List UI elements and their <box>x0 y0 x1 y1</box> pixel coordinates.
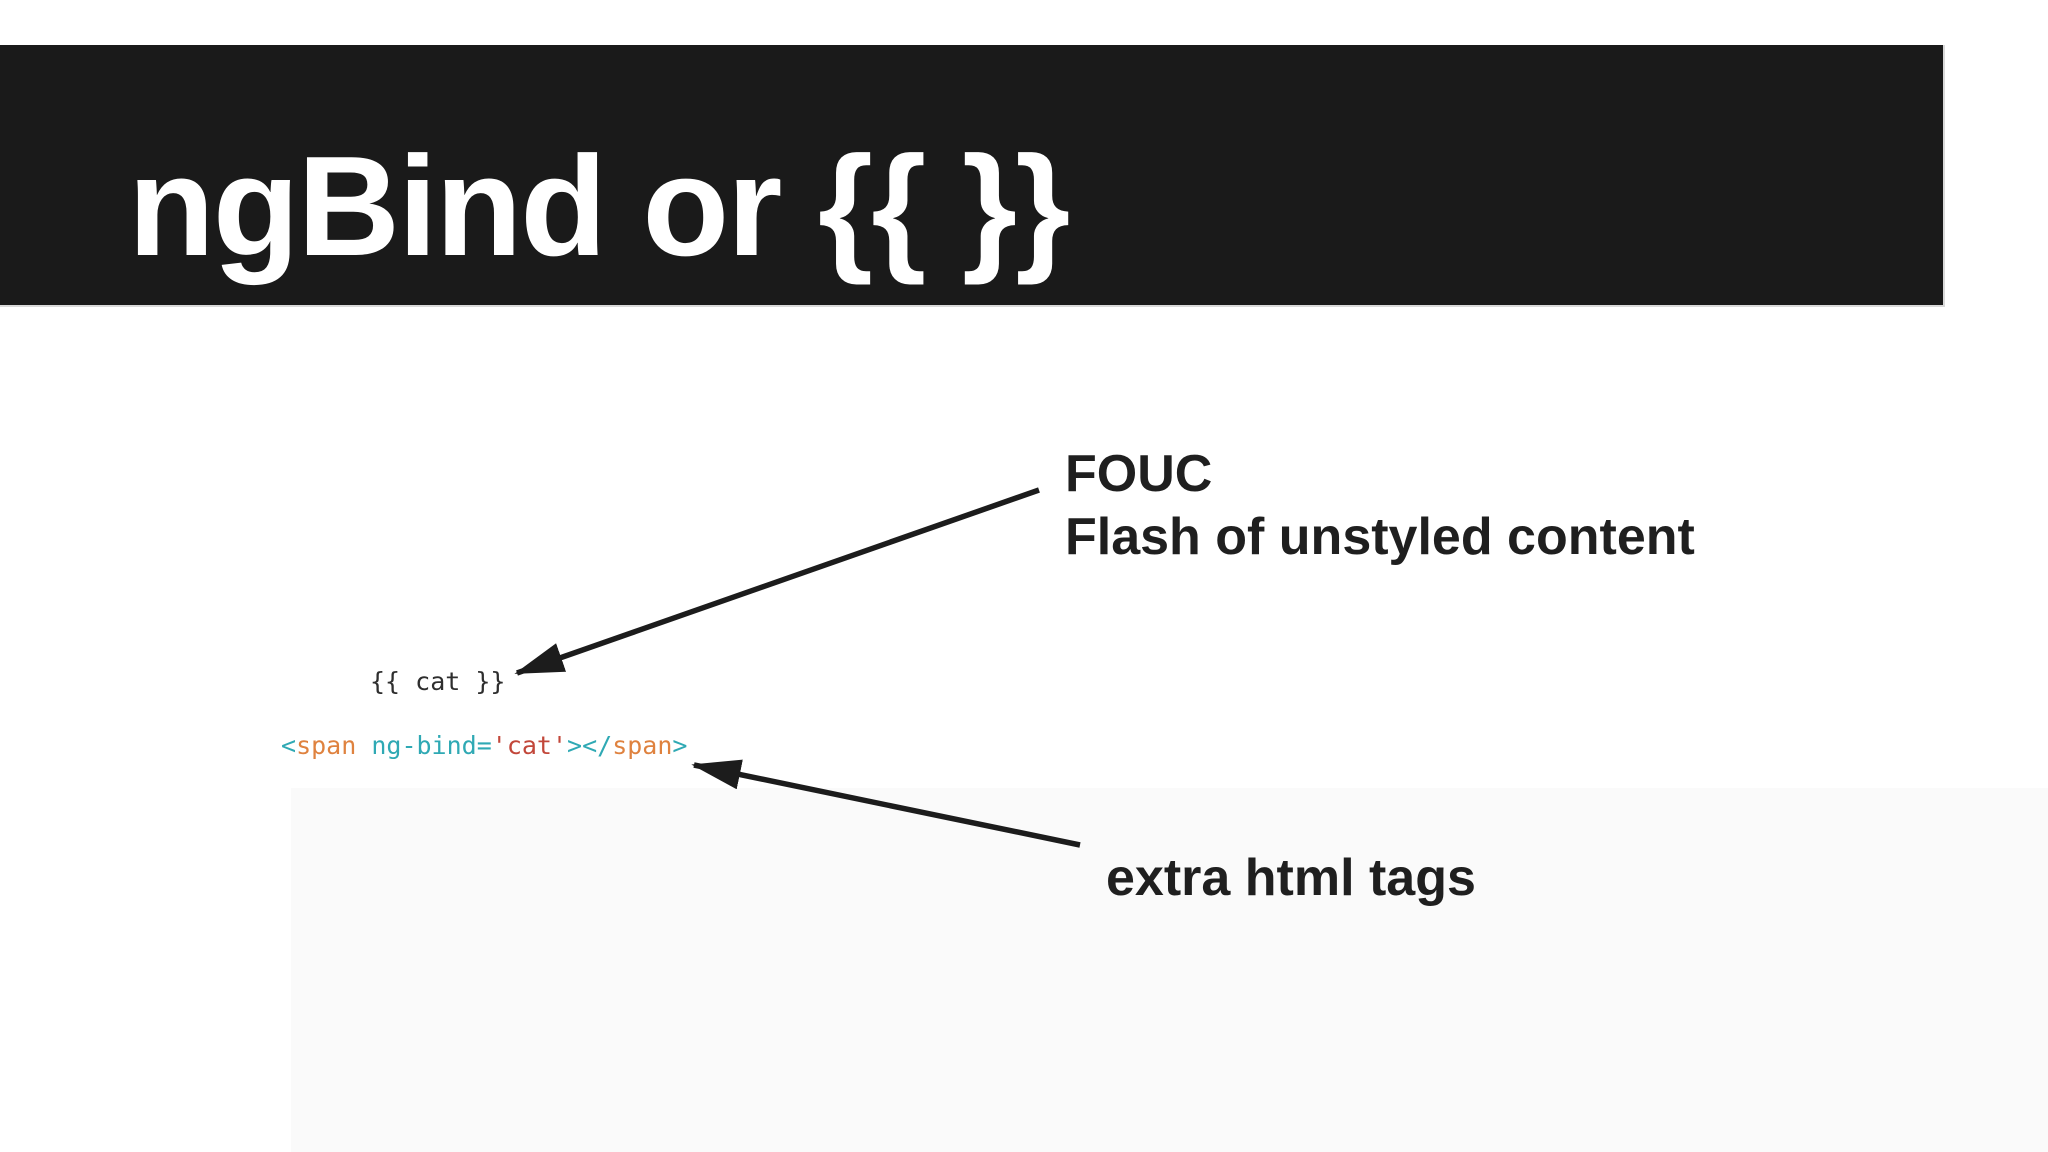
code-token <box>356 731 371 760</box>
slide-title: ngBind or {{ }} <box>128 127 1070 286</box>
code-token: span <box>612 731 673 760</box>
extra-html-tags-annotation: extra html tags <box>1106 849 1476 907</box>
code-token: > <box>672 731 688 760</box>
fouc-arrow <box>514 487 1040 676</box>
code-token: </ <box>582 731 613 760</box>
fouc-annotation-line1: FOUC <box>1065 445 1213 503</box>
code-interpolation-expression: {{ cat }} <box>370 667 506 696</box>
code-token: > <box>567 731 583 760</box>
code-token: = <box>476 731 492 760</box>
code-ngbind-span-tag: <span ng-bind='cat'></span> <box>281 733 687 758</box>
code-token: 'cat' <box>491 731 568 760</box>
code-token: < <box>281 731 297 760</box>
title-bar <box>0 45 1945 307</box>
fouc-annotation-line2: Flash of unstyled content <box>1065 508 1695 566</box>
code-token: ng-bind <box>371 731 477 760</box>
code-token: span <box>296 731 357 760</box>
fouc-annotation: FOUC Flash of unstyled content <box>1065 443 1695 569</box>
background-tint-panel <box>291 788 2048 1152</box>
